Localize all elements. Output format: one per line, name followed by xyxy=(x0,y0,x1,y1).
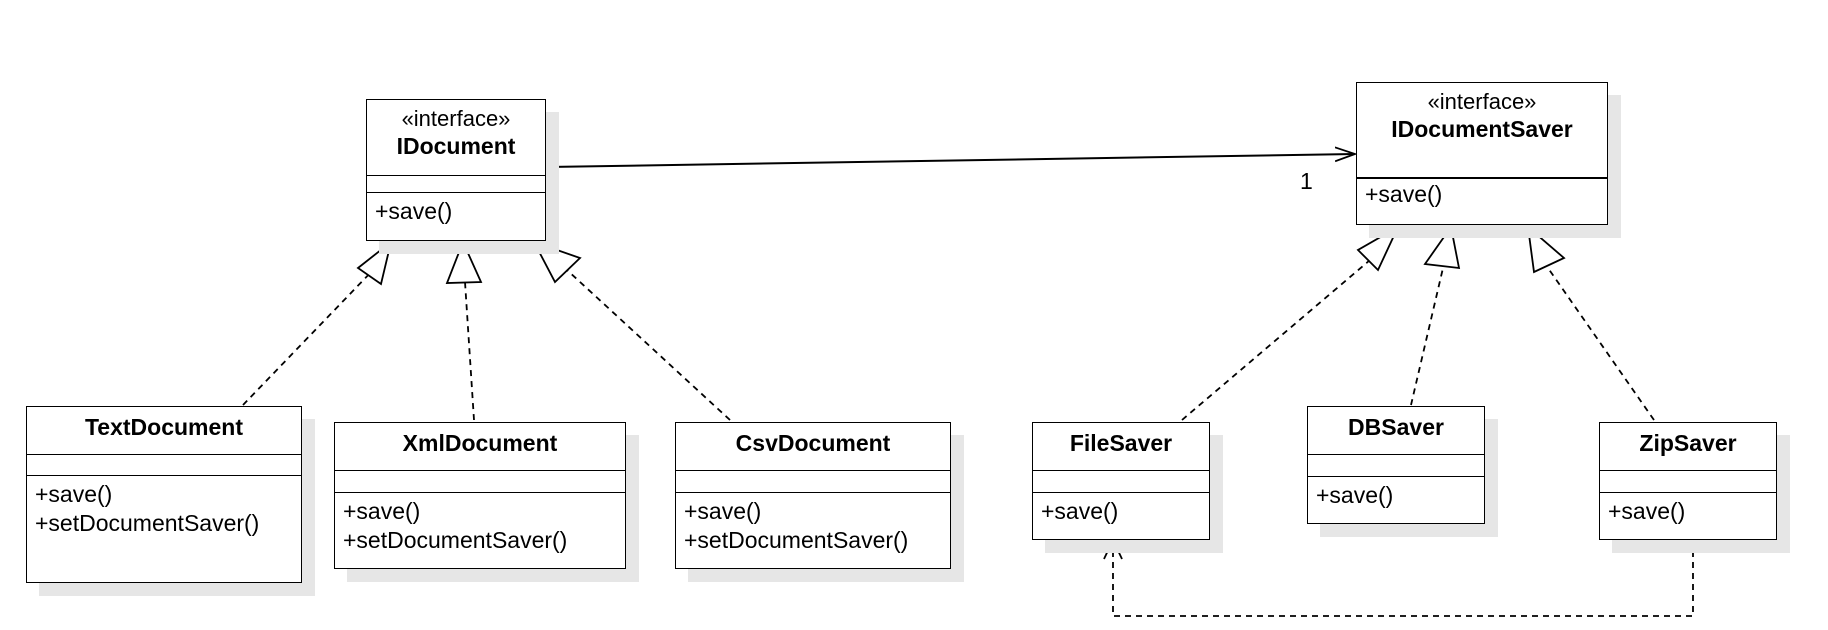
operations-compartment: +save() xyxy=(1308,477,1484,514)
operations-compartment: +save() xyxy=(367,193,545,230)
attributes-compartment xyxy=(1033,471,1209,493)
operation: +setDocumentSaver() xyxy=(343,527,568,553)
operation: +save() xyxy=(343,498,421,524)
class-name: TextDocument xyxy=(84,414,244,440)
class-name: IDocumentSaver xyxy=(1391,116,1573,142)
stereotype-label: «interface» xyxy=(401,106,511,131)
class-xmldocument[interactable]: XmlDocument +save() +setDocumentSaver() xyxy=(334,422,626,569)
operations-compartment: +save() xyxy=(1033,493,1209,530)
class-idocument[interactable]: «interface» IDocument +save() xyxy=(366,99,546,241)
class-csvdocument[interactable]: CsvDocument +save() +setDocumentSaver() xyxy=(675,422,951,569)
association-line xyxy=(546,154,1355,168)
realization-line-xmldocument xyxy=(464,281,475,421)
operation: +save() xyxy=(1316,482,1394,508)
class-name: DBSaver xyxy=(1348,414,1444,440)
class-idocumentsaver[interactable]: «interface» IDocumentSaver +save() xyxy=(1356,82,1608,225)
attributes-compartment xyxy=(676,471,950,493)
operations-compartment: +save() +setDocumentSaver() xyxy=(676,493,950,559)
operation: +save() xyxy=(1608,498,1686,524)
realization-head-csvdocument xyxy=(532,240,582,284)
operation: +setDocumentSaver() xyxy=(684,527,909,553)
operations-compartment: +save() xyxy=(1600,493,1776,530)
operation: +save() xyxy=(375,198,453,224)
realization-line-filesaver xyxy=(1181,259,1371,421)
realization-line-dbsaver xyxy=(1410,267,1444,406)
class-name: FileSaver xyxy=(1069,430,1173,456)
dependency-head-filesaver xyxy=(1103,537,1123,560)
operation: +save() xyxy=(1041,498,1119,524)
class-name: CsvDocument xyxy=(735,430,891,456)
class-textdocument[interactable]: TextDocument +save() +setDocumentSaver() xyxy=(26,406,302,583)
operation: +save() xyxy=(684,498,762,524)
operations-compartment: +save() +setDocumentSaver() xyxy=(335,493,625,559)
attributes-compartment xyxy=(335,471,625,493)
realization-line-textdocument xyxy=(242,267,376,406)
realization-line-csvdocument xyxy=(566,269,731,421)
operation: +save() xyxy=(35,481,113,507)
realization-head-filesaver xyxy=(1356,224,1401,272)
class-zipsaver[interactable]: ZipSaver +save() xyxy=(1599,422,1777,540)
attributes-compartment xyxy=(27,455,301,476)
realization-line-zipsaver xyxy=(1547,267,1655,421)
operations-compartment: +save() +setDocumentSaver() xyxy=(27,476,301,542)
stereotype-label: «interface» xyxy=(1427,89,1537,114)
realization-head-xmldocument xyxy=(445,239,483,284)
class-dbsaver[interactable]: DBSaver +save() xyxy=(1307,406,1485,524)
dependency-line-zipsaver-filesaver xyxy=(1112,540,1694,617)
class-name: ZipSaver xyxy=(1639,430,1737,456)
class-filesaver[interactable]: FileSaver +save() xyxy=(1032,422,1210,540)
realization-head-zipsaver xyxy=(1526,224,1566,274)
operation: +save() xyxy=(1365,181,1443,207)
attributes-compartment xyxy=(367,176,545,193)
attributes-compartment xyxy=(1600,471,1776,493)
realization-head-dbsaver xyxy=(1423,224,1461,270)
class-name: IDocument xyxy=(396,133,516,159)
realization-head-textdocument xyxy=(356,239,393,286)
attributes-compartment xyxy=(1308,455,1484,477)
class-name: XmlDocument xyxy=(402,430,558,456)
operation: +setDocumentSaver() xyxy=(35,510,260,536)
association-multiplicity: 1 xyxy=(1300,168,1313,194)
operations-compartment: +save() xyxy=(1357,177,1607,213)
